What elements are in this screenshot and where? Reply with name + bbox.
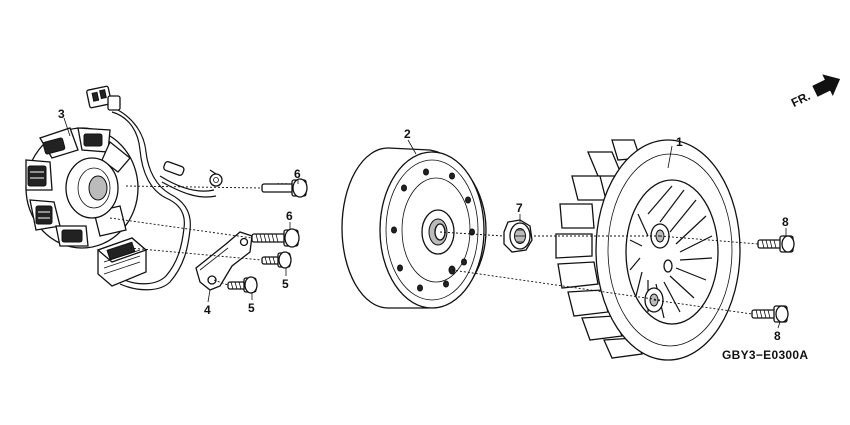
bolt-long-lower <box>251 228 300 248</box>
callout-stator: 3 <box>58 107 65 121</box>
front-direction-arrow: FR. <box>789 74 841 110</box>
flywheel-nut <box>503 219 533 253</box>
ground-terminal-ring <box>209 173 223 187</box>
callout-fan: 1 <box>676 135 683 149</box>
callout-bolt-long-upper: 6 <box>294 167 301 181</box>
callout-flywheel: 2 <box>404 127 411 141</box>
diagram-code: GBY3−E0300A <box>722 348 808 362</box>
callout-bolt-short-upper: 5 <box>282 277 289 291</box>
wire-bracket <box>195 231 253 291</box>
fan-bolt-upper <box>757 235 795 253</box>
assembly-lines <box>109 185 759 315</box>
stator-assembly <box>25 85 223 291</box>
leader-lines <box>63 117 787 329</box>
callout-bracket: 4 <box>204 303 211 317</box>
callout-fan-bolt-upper: 8 <box>782 215 789 229</box>
pulser-coil <box>96 237 148 287</box>
fr-label: FR. <box>789 89 813 110</box>
bolt-short-lower <box>227 276 258 294</box>
callout-bolt-short-lower: 5 <box>248 301 255 315</box>
bolt-short-upper <box>261 251 292 269</box>
cooling-fan <box>555 139 741 361</box>
callout-bolt-long-lower: 6 <box>286 209 293 223</box>
callout-fan-bolt-lower: 8 <box>774 329 781 343</box>
callout-nut: 7 <box>516 201 523 215</box>
bolt-long-upper <box>261 178 308 198</box>
fan-bolt-lower <box>751 305 789 323</box>
flywheel <box>341 147 487 309</box>
